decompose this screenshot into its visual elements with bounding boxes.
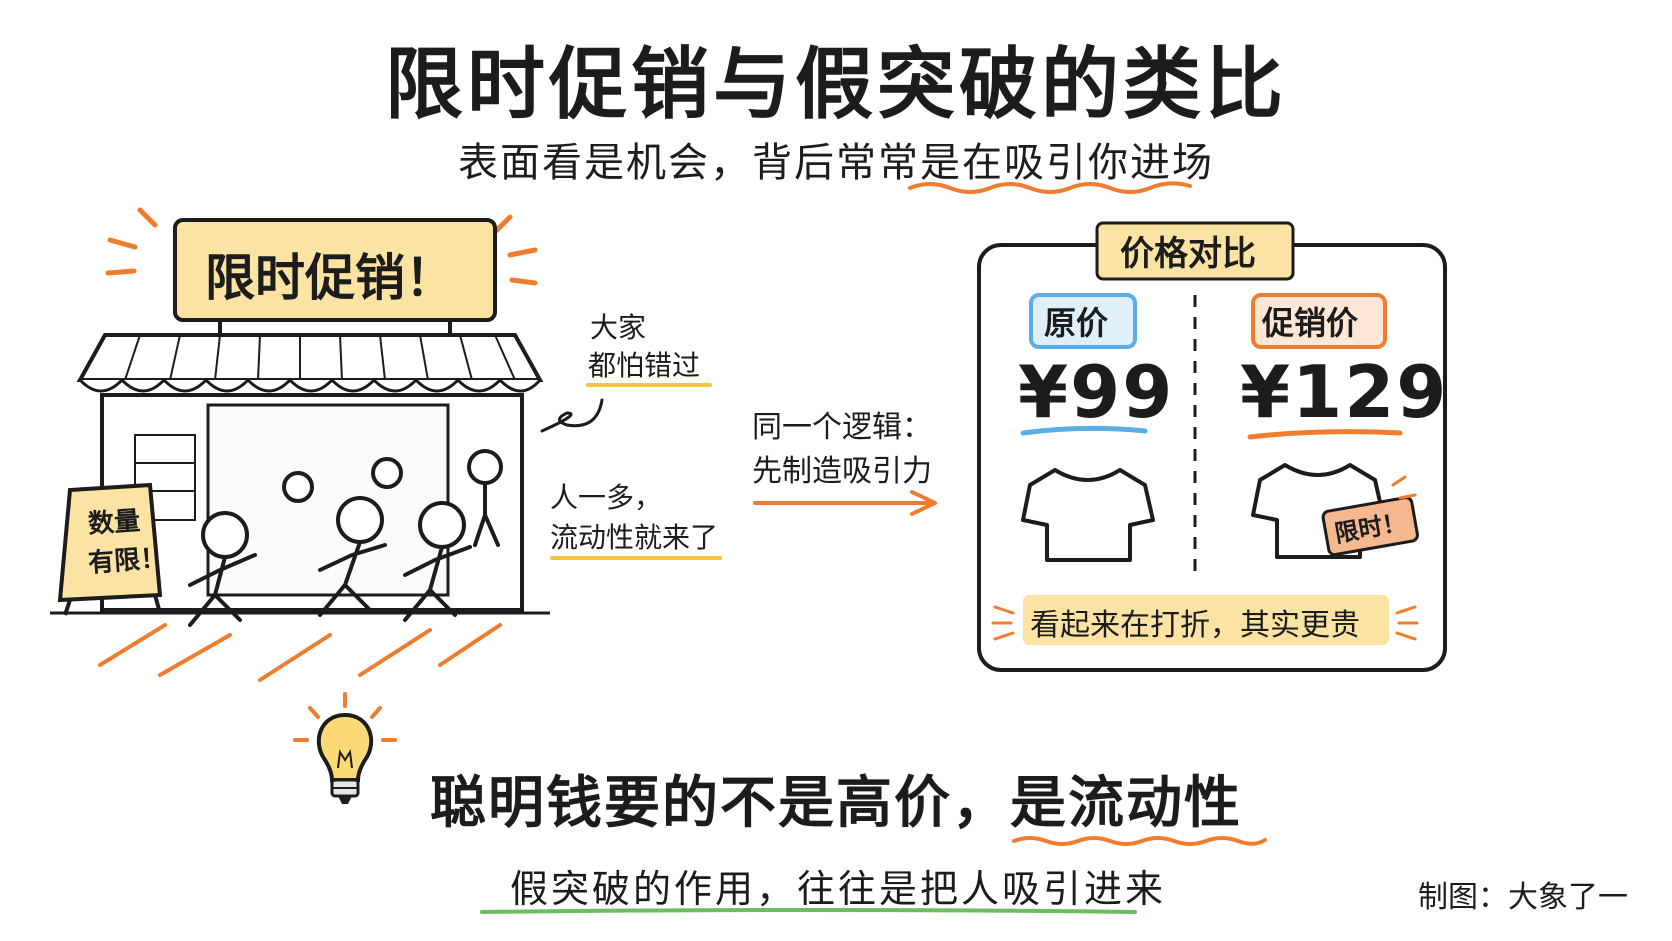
quantity-board [57, 482, 163, 603]
bottom-highlight-underline [1012, 836, 1267, 846]
bottom-subtext-underline [480, 908, 1137, 914]
arrow-label-line2: 先制造吸引力 [752, 454, 932, 489]
credit-text: 制图：大象了一 [1418, 880, 1628, 915]
board-text-line2: 有限！ [87, 543, 168, 579]
store-door [206, 403, 450, 597]
running-crowd [188, 449, 503, 627]
bottom-message: 聪明钱要的不是高价，是流动性 [430, 758, 1242, 839]
promo-sign-text: 限时促销！ [205, 249, 455, 307]
original-price: ¥99 [1018, 350, 1175, 434]
page-title: 限时促销与假突破的类比 [384, 40, 1287, 130]
motion-lines [98, 623, 502, 682]
original-tshirt [1021, 468, 1155, 562]
crowd-note-line1: 人一多， [550, 481, 663, 514]
crowd-note-underline [550, 556, 722, 560]
bottom-message-highlight: 是流动性 [1010, 771, 1242, 836]
original-price-tag-box [1029, 293, 1137, 349]
page-subtitle: 表面看是机会，背后常常是在吸引你进场 [0, 130, 1672, 188]
limited-tag-box [1321, 496, 1419, 557]
store-illustration [50, 207, 550, 682]
lightbulb-icon [293, 692, 397, 804]
subtitle-prefix: 表面看是机会，背后常常是 [458, 140, 962, 186]
fear-note-decor [540, 383, 712, 433]
arrow-label-line1: 同一个逻辑： [752, 410, 932, 445]
promo-price-tag: 促销价 [1262, 304, 1359, 342]
logic-arrow [753, 490, 937, 516]
compare-footer: 看起来在打折，其实更贵 [1030, 608, 1360, 643]
bottom-message-prefix: 聪明钱要的不是高价， [430, 771, 1010, 836]
subtitle-highlight: 在吸引你进场 [962, 140, 1214, 186]
fear-note-line1: 大家 [590, 311, 647, 344]
bottom-subtext: 假突破的作用，往往是把人吸引进来 [510, 867, 1167, 911]
compare-header-box [1095, 221, 1295, 281]
crowd-note-line2: 流动性就来了 [550, 521, 719, 554]
compare-footer-highlight [1023, 595, 1389, 645]
promo-price: ¥129 [1240, 350, 1449, 434]
promo-price-tag-box [1251, 293, 1387, 349]
fear-note-line2: 都怕错过 [588, 349, 701, 382]
compare-header: 价格对比 [1120, 234, 1256, 274]
promo-sign-board [173, 218, 497, 322]
price-compare-panel [977, 221, 1447, 672]
sign-burst-lines [105, 207, 538, 286]
subtitle-underline [908, 181, 1192, 194]
original-price-tag: 原价 [1044, 304, 1109, 342]
board-text-line1: 数量 [87, 506, 142, 540]
